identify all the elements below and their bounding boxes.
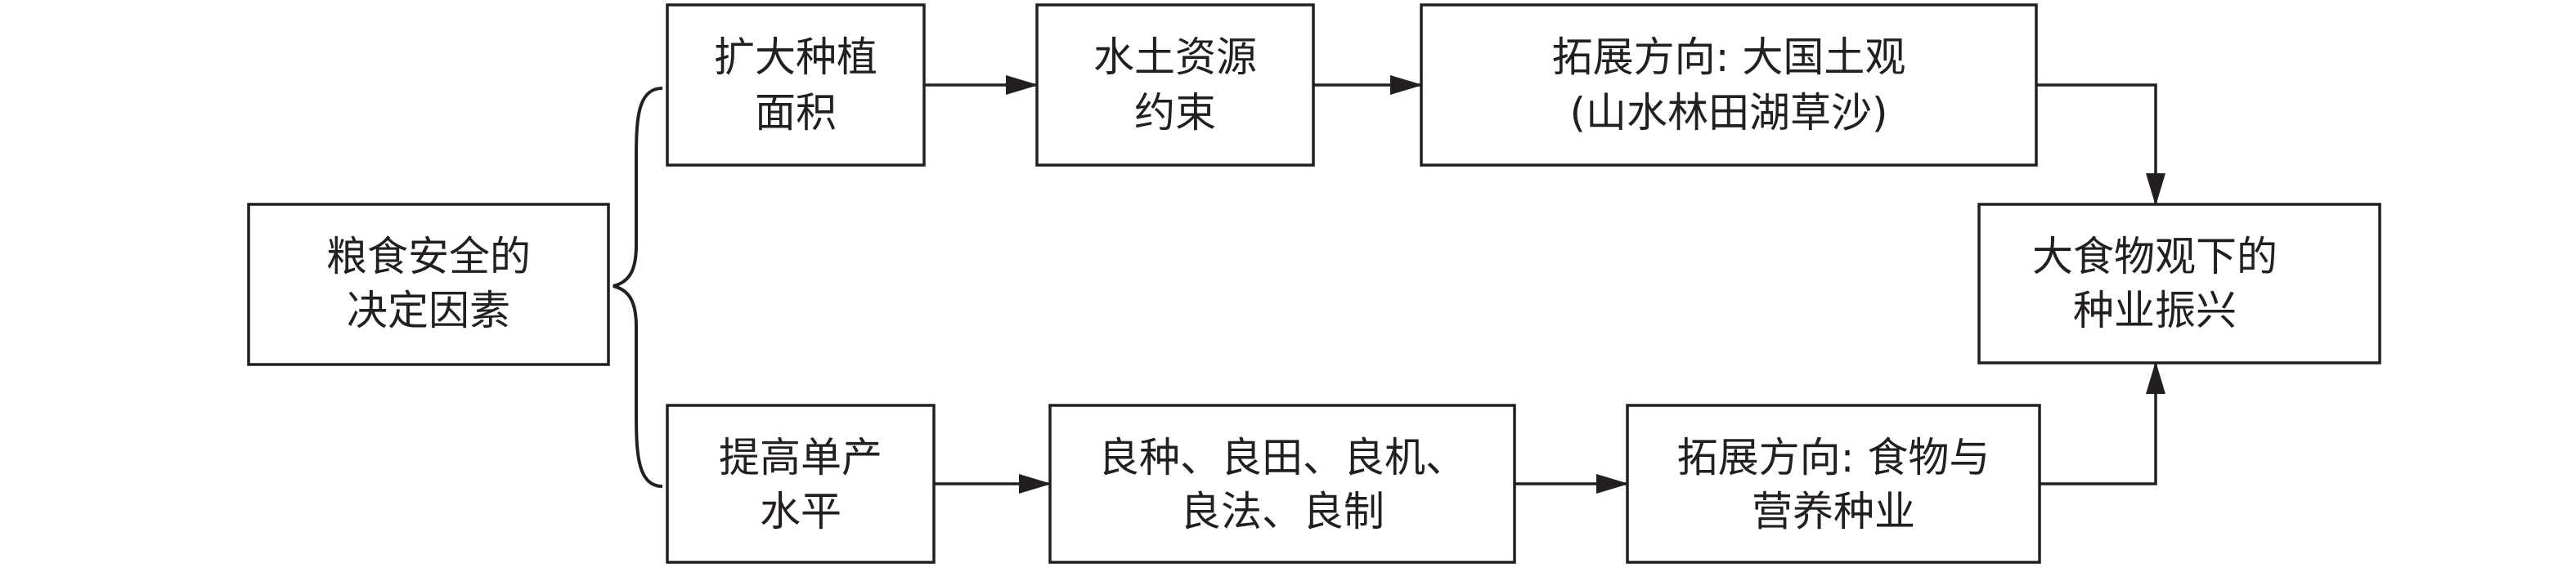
raise-yield-node: 提高单产 水平 [666, 404, 936, 564]
direction-land-node-line-1: 拓展方向: 大国土观 [1552, 34, 1906, 81]
root-node: 粮食安全的 决定因素 [247, 203, 610, 366]
water-soil-node: 水土资源 约束 [1035, 3, 1315, 167]
water-soil-node-line-2: 约束 [1134, 89, 1216, 136]
raise-yield-node-line-2: 水平 [760, 488, 841, 535]
root-node-line-2: 决定因素 [347, 287, 510, 334]
expand-area-node: 扩大种植 面积 [666, 3, 926, 167]
arrow-direction-land-to-target [2036, 83, 2165, 206]
expand-area-node-line-1: 扩大种植 [714, 34, 877, 81]
five-good-node-line-1: 良种、良田、良机、 [1098, 434, 1466, 481]
arrow-direction-food-to-target [2040, 361, 2165, 485]
five-good-node-line-2: 良法、良制 [1180, 488, 1384, 535]
direction-food-node-line-2: 营养种业 [1752, 488, 1915, 535]
direction-food-node: 拓展方向: 食物与 营养种业 [1626, 404, 2041, 564]
raise-yield-node-line-1: 提高单产 [719, 434, 882, 481]
direction-land-node-line-2: (山水林田湖草沙) [1569, 89, 1887, 136]
target-node-line-1: 大食物观下的 [2032, 233, 2278, 280]
split-brace [613, 87, 663, 488]
direction-food-node-line-1: 拓展方向: 食物与 [1677, 434, 1990, 481]
root-node-line-1: 粮食安全的 [326, 233, 531, 280]
target-node-line-2: 种业振兴 [2073, 287, 2237, 334]
five-good-node: 良种、良田、良机、 良法、良制 [1048, 404, 1516, 564]
direction-land-node: 拓展方向: 大国土观 (山水林田湖草沙) [1420, 3, 2038, 167]
expand-area-node-line-2: 面积 [755, 89, 837, 136]
water-soil-node-line-1: 水土资源 [1093, 34, 1257, 81]
target-node: 大食物观下的 种业振兴 [1977, 203, 2381, 365]
